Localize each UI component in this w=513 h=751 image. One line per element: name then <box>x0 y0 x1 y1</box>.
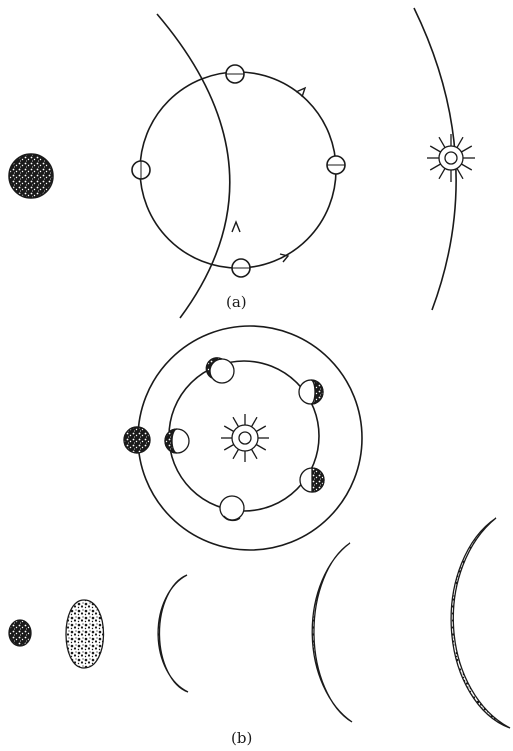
phase-crescent-small <box>158 575 188 692</box>
sun-ray <box>256 426 266 432</box>
sun-ray <box>224 426 234 432</box>
sun-ray <box>439 168 445 178</box>
sun-ray <box>439 137 445 147</box>
epicycle-planet-left <box>132 161 150 179</box>
label-b: (b) <box>231 729 252 747</box>
epicycle-planet-top <box>226 65 244 83</box>
sun-ray <box>256 445 266 451</box>
outer-planet <box>124 427 150 453</box>
phase-crescent-medium <box>312 543 352 722</box>
deferent-arrow <box>232 222 240 232</box>
sun-ray <box>233 417 239 427</box>
sun-ray <box>224 445 234 451</box>
panel-b: (b) <box>9 326 510 747</box>
phase-planet-upper-left <box>206 358 234 383</box>
phase-planet-upper-right <box>299 380 323 404</box>
epicycle-planet-bottom <box>232 259 250 277</box>
sun-a <box>427 134 475 182</box>
panel-a: (a) <box>9 8 475 318</box>
planet-a-far-left <box>9 154 53 198</box>
epicycle-planet-right <box>327 156 345 174</box>
phase-planet-lower-left <box>220 496 244 520</box>
deferent-arc <box>157 14 230 318</box>
phase-crescent-large <box>451 518 510 728</box>
label-a: (a) <box>226 293 247 311</box>
sun-ray <box>457 168 463 178</box>
sun-ray <box>430 146 440 152</box>
sun-ray <box>252 449 258 459</box>
phase-small-disk <box>9 620 31 646</box>
epicycle-circle <box>140 72 336 268</box>
phase-gibbous <box>66 600 104 668</box>
sun-ray <box>233 449 239 459</box>
sun-ray <box>461 146 471 152</box>
phase-planet-left <box>165 429 189 453</box>
phase-planet-lower-right <box>300 468 324 492</box>
sun-ray <box>430 164 440 170</box>
sun-ray <box>252 417 258 427</box>
sun-ray <box>461 164 471 170</box>
sun-ray <box>457 137 463 147</box>
sun-b <box>221 414 269 462</box>
